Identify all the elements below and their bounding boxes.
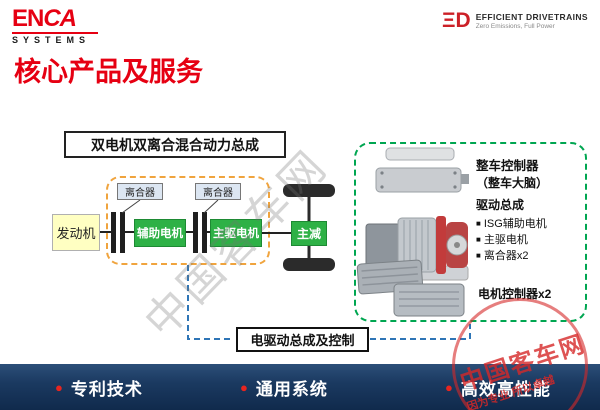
efficient-drivetrains-logo: ΞD EFFICIENT DRIVETRAINS Zero Emissions,… <box>442 10 588 31</box>
enca-part1: EN <box>12 5 44 32</box>
motor-controller-label: 电机控制器x2 <box>478 287 552 301</box>
square-bullet-icon: ■ <box>476 219 481 228</box>
drive-assembly-item-label: 主驱电机 <box>483 234 528 246</box>
square-bullet-icon: ■ <box>476 235 481 244</box>
aux-motor-box: 辅助电机 <box>134 219 186 247</box>
square-bullet-icon: ■ <box>476 251 481 260</box>
page-title: 核心产品及服务 <box>14 57 203 87</box>
footer-bar: ● 专利技术 ● 通用系统 ● 高效高性能 <box>0 364 600 410</box>
assembly-label-box: 双电机双离合混合动力总成 <box>64 131 286 158</box>
enca-part2: CA <box>43 5 77 32</box>
drive-assembly-list: 驱动总成 ■ISG辅助电机 ■主驱电机 ■离合器x2 <box>476 196 547 264</box>
drive-assembly-item: ■主驱电机 <box>476 232 547 248</box>
red-bullet-icon: ● <box>55 379 64 395</box>
clutch-left-label: 离合器 <box>117 183 163 200</box>
motor-controllers-image <box>356 259 465 317</box>
enca-subtitle: SYSTEMS <box>12 32 98 45</box>
footer-item-performance: ● 高效高性能 <box>445 364 551 410</box>
clutch-right-label: 离合器 <box>195 183 241 200</box>
drive-assembly-item-label: 离合器x2 <box>483 250 529 262</box>
ed-icon: ΞD <box>442 9 471 32</box>
main-motor-box: 主驱电机 <box>210 219 262 247</box>
ed-tagline: Zero Emissions, Full Power <box>475 22 555 30</box>
final-drive-box: 主减 <box>291 221 327 246</box>
vehicle-controller-line1: 整车控制器 <box>476 159 539 173</box>
drive-assembly-item: ■离合器x2 <box>476 248 547 264</box>
hybrid-assembly-group-frame <box>106 176 270 265</box>
drive-assembly-title: 驱动总成 <box>476 198 525 212</box>
footer-item-label: 通用系统 <box>255 379 328 399</box>
enca-logo: ENCA SYSTEMS <box>12 7 98 45</box>
red-bullet-icon: ● <box>445 379 454 395</box>
ed-name: EFFICIENT DRIVETRAINS <box>475 11 588 22</box>
footer-item-label: 高效高性能 <box>460 379 551 399</box>
vehicle-controller-line2: （整车大脑） <box>476 176 549 190</box>
footer-item-universal: ● 通用系统 <box>240 364 328 410</box>
vehicle-controller-image <box>375 147 469 193</box>
enca-wordmark: ENCA <box>12 7 98 31</box>
red-bullet-icon: ● <box>240 379 249 395</box>
footer-item-label: 专利技术 <box>70 379 143 399</box>
drive-assembly-item-label: ISG辅助电机 <box>483 218 547 230</box>
ed-text: EFFICIENT DRIVETRAINS Zero Emissions, Fu… <box>476 12 588 30</box>
vehicle-controller-text: 整车控制器 （整车大脑） <box>476 155 548 191</box>
engine-box: 发动机 <box>52 214 100 251</box>
drive-assembly-item: ■ISG辅助电机 <box>476 216 547 232</box>
edrive-control-label-box: 电驱动总成及控制 <box>236 327 369 352</box>
footer-item-patent: ● 专利技术 <box>55 364 143 410</box>
